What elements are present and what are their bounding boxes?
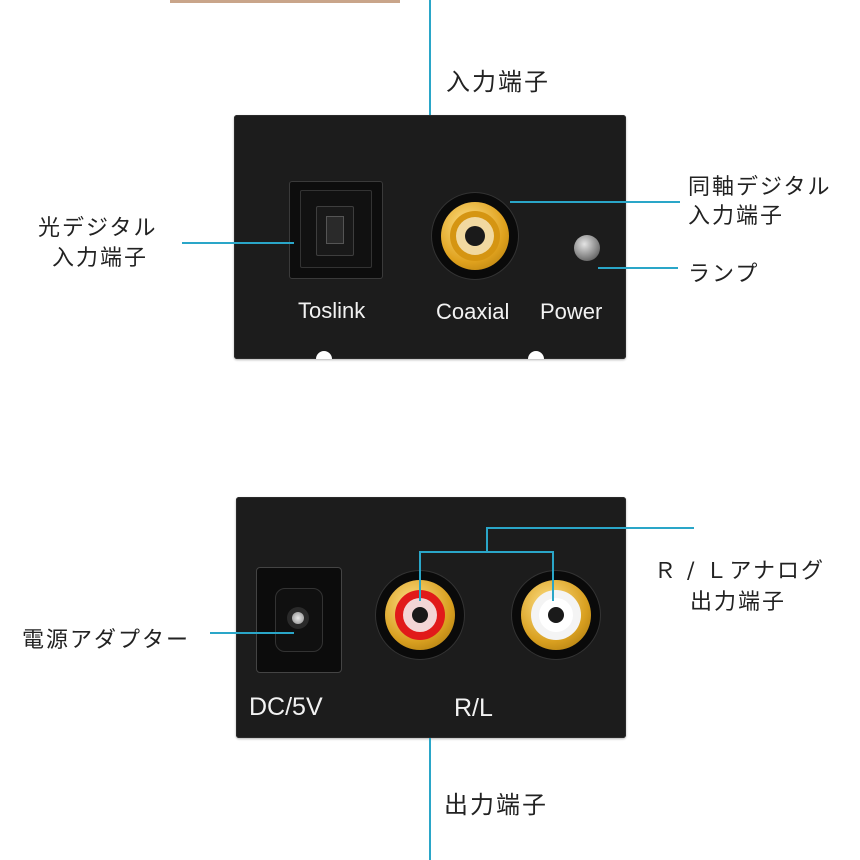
coaxial-label: Coaxial	[436, 299, 510, 324]
leader-line-optical	[182, 242, 294, 244]
optical-input-label-line1: 光デジタル	[38, 216, 158, 241]
optical-input-label-line2: 入力端子	[52, 246, 149, 271]
leader-line-input	[429, 0, 431, 116]
analog-output-label-line2: 出力端子	[690, 590, 787, 615]
leader-line-analog-bracket	[419, 551, 554, 553]
input-terminal-label: 入力端子	[446, 68, 550, 96]
bottom-panel: DC/5V R/L	[236, 497, 626, 738]
top-panel: Toslink Coaxial Power	[234, 115, 626, 359]
toslink-port	[289, 181, 383, 279]
lamp-label: ランプ	[688, 262, 760, 287]
dc-jack	[256, 567, 342, 673]
leader-line-analog-left	[419, 551, 421, 601]
coaxial-input-label-line1: 同軸デジタル	[688, 175, 832, 200]
panel-notch-right	[528, 351, 544, 359]
toslink-label: Toslink	[298, 298, 366, 323]
analog-output-label-line1: Ｒ / Ｌアナログ	[654, 559, 825, 584]
leader-line-analog-stem	[486, 527, 488, 553]
leader-line-analog-top	[486, 527, 694, 529]
leader-line-power-adapter	[210, 632, 294, 634]
coaxial-jack	[432, 193, 518, 279]
leader-line-output	[429, 738, 431, 860]
power-led	[574, 235, 600, 261]
top-fragment	[170, 0, 400, 3]
rca-jack-white	[512, 571, 600, 659]
panel-notch-left	[316, 351, 332, 359]
dc-label: DC/5V	[249, 693, 323, 721]
leader-line-coaxial	[510, 201, 680, 203]
toslink-port-slot	[326, 216, 344, 244]
coaxial-input-label-line2: 入力端子	[688, 204, 785, 229]
output-terminal-label: 出力端子	[444, 791, 548, 819]
leader-line-lamp	[598, 267, 678, 269]
power-adapter-label: 電源アダプター	[22, 628, 191, 653]
rl-label: R/L	[454, 694, 493, 722]
leader-line-analog-right	[552, 551, 554, 601]
power-label: Power	[540, 299, 603, 324]
